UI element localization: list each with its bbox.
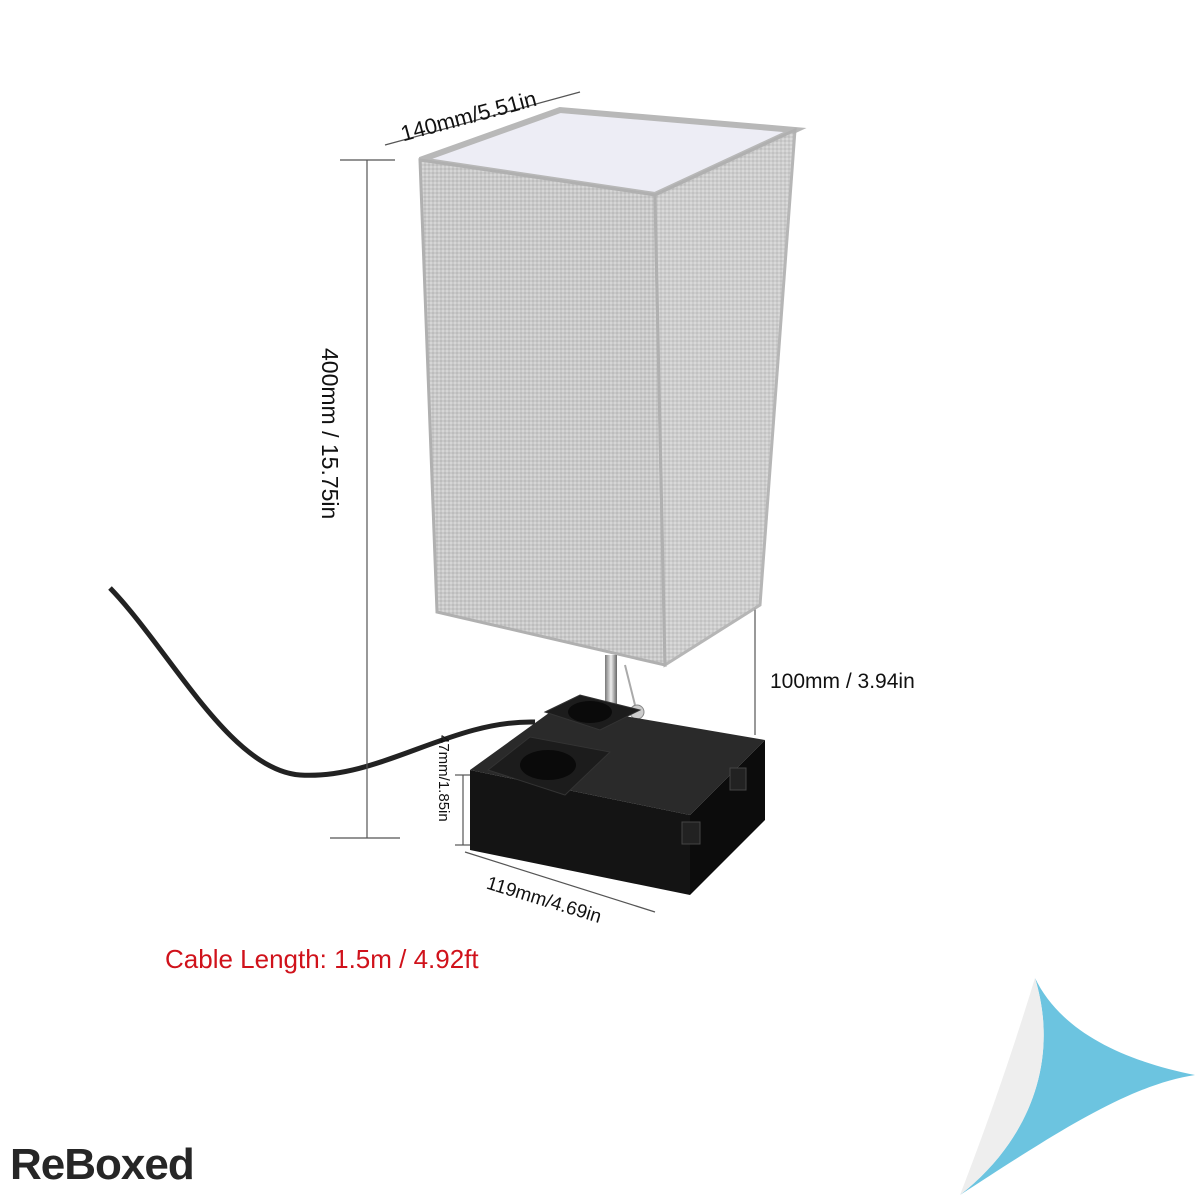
base-height-label: 47mm/1.85in — [435, 735, 452, 822]
lamp-base-front — [470, 770, 690, 895]
usb-port — [729, 767, 747, 791]
lamp-shade-side — [653, 127, 797, 668]
power-cable — [108, 586, 536, 778]
cable-length-label: Cable Length: 1.5m / 4.92ft — [165, 944, 479, 974]
lamp-base-top — [470, 705, 765, 815]
dimension-lines — [330, 91, 756, 913]
lamp-shade-front — [418, 158, 667, 667]
shade-clearance-label: 100mm / 3.94in — [770, 670, 915, 693]
reboxed-logo: ReBoxed — [10, 1140, 195, 1189]
usb-port — [681, 821, 701, 845]
total-height-label: 400mm / 15.75in — [317, 348, 343, 520]
page-curl-accent — [960, 978, 1195, 1195]
power-sockets — [486, 694, 642, 796]
